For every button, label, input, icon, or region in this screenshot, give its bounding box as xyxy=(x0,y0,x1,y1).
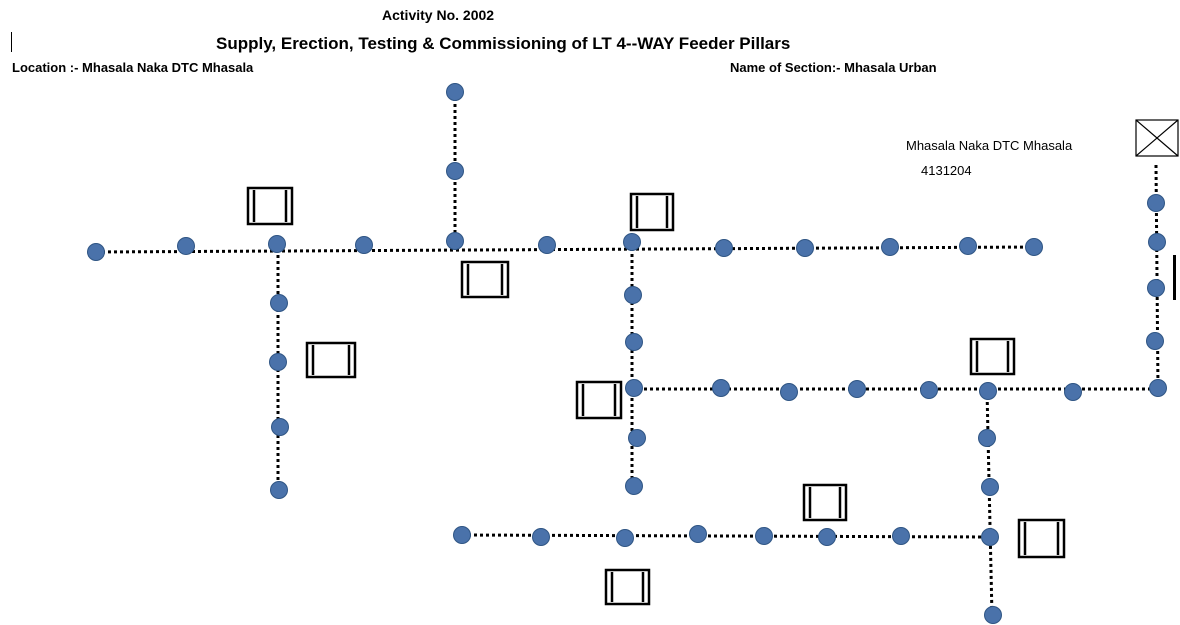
pole-icon xyxy=(848,380,866,398)
transformer-symbol xyxy=(1135,119,1179,157)
feeder-pillar-icon xyxy=(305,341,357,379)
feeder-pillar-icon xyxy=(575,380,623,420)
pole-icon xyxy=(87,243,105,261)
pole-icon xyxy=(532,528,550,546)
pole-icon xyxy=(453,526,471,544)
poles xyxy=(87,83,1167,624)
pole-icon xyxy=(446,83,464,101)
feeder-pillar-icon xyxy=(246,186,294,226)
pole-icon xyxy=(355,236,373,254)
pole-icon xyxy=(712,379,730,397)
pillar-outer-box xyxy=(460,260,510,299)
pole-icon xyxy=(892,527,910,545)
pole-icon xyxy=(269,353,287,371)
pole-icon xyxy=(1149,379,1167,397)
pole-icon xyxy=(628,429,646,447)
feeder-pillar-icon xyxy=(460,260,510,299)
pole-icon xyxy=(780,383,798,401)
pole-icon xyxy=(881,238,899,256)
pole-icon xyxy=(981,478,999,496)
pillar-outer-box xyxy=(305,341,357,379)
pole-icon xyxy=(981,528,999,546)
feeder-pillars xyxy=(246,186,1066,606)
pole-icon xyxy=(984,606,1002,624)
feeder-pillar-icon xyxy=(604,568,651,606)
lt-line-segment xyxy=(95,245,1036,254)
pole-icon xyxy=(920,381,938,399)
pole-icon xyxy=(1025,238,1043,256)
diagram-title: Supply, Erection, Testing & Commissionin… xyxy=(216,34,791,53)
feeder-pillar-icon xyxy=(969,337,1016,376)
pole-icon xyxy=(446,232,464,250)
pole-icon xyxy=(271,418,289,436)
pole-icon xyxy=(689,525,707,543)
pole-icon xyxy=(446,162,464,180)
pole-icon xyxy=(177,237,195,255)
edge-marker xyxy=(1173,255,1176,300)
pillar-outer-box xyxy=(575,380,623,420)
pole-icon xyxy=(625,379,643,397)
pole-icon xyxy=(715,239,733,257)
pole-icon xyxy=(616,529,634,547)
pillar-outer-box xyxy=(246,186,294,226)
transformer-cross-b xyxy=(1135,119,1179,157)
pole-icon xyxy=(625,477,643,495)
pillar-outer-box xyxy=(1017,518,1066,559)
pole-icon xyxy=(625,333,643,351)
pole-icon xyxy=(270,481,288,499)
pole-icon xyxy=(538,236,556,254)
pole-icon xyxy=(978,429,996,447)
text-cursor xyxy=(11,32,12,52)
lt-line-segment xyxy=(985,389,994,617)
pole-icon xyxy=(1146,332,1164,350)
transformer-code-label: 4131204 xyxy=(921,163,972,178)
pole-icon xyxy=(1147,279,1165,297)
pole-icon xyxy=(755,527,773,545)
pole-icon xyxy=(1148,233,1166,251)
pole-icon xyxy=(1064,383,1082,401)
pole-icon xyxy=(818,528,836,546)
feeder-pillar-icon xyxy=(629,192,675,232)
pole-icon xyxy=(270,294,288,312)
activity-number: Activity No. 2002 xyxy=(382,7,495,23)
location-label: Location :- Mhasala Naka DTC Mhasala xyxy=(12,60,254,75)
feeder-pillar-icon xyxy=(1017,518,1066,559)
pole-icon xyxy=(979,382,997,400)
feeder-pillar-icon xyxy=(802,483,848,522)
pole-icon xyxy=(959,237,977,255)
transformer-name-label: Mhasala Naka DTC Mhasala xyxy=(906,138,1073,153)
pole-icon xyxy=(1147,194,1165,212)
section-name-label: Name of Section:- Mhasala Urban xyxy=(730,60,937,75)
pole-icon xyxy=(624,286,642,304)
pole-icon xyxy=(623,233,641,251)
pole-icon xyxy=(796,239,814,257)
pole-icon xyxy=(268,235,286,253)
